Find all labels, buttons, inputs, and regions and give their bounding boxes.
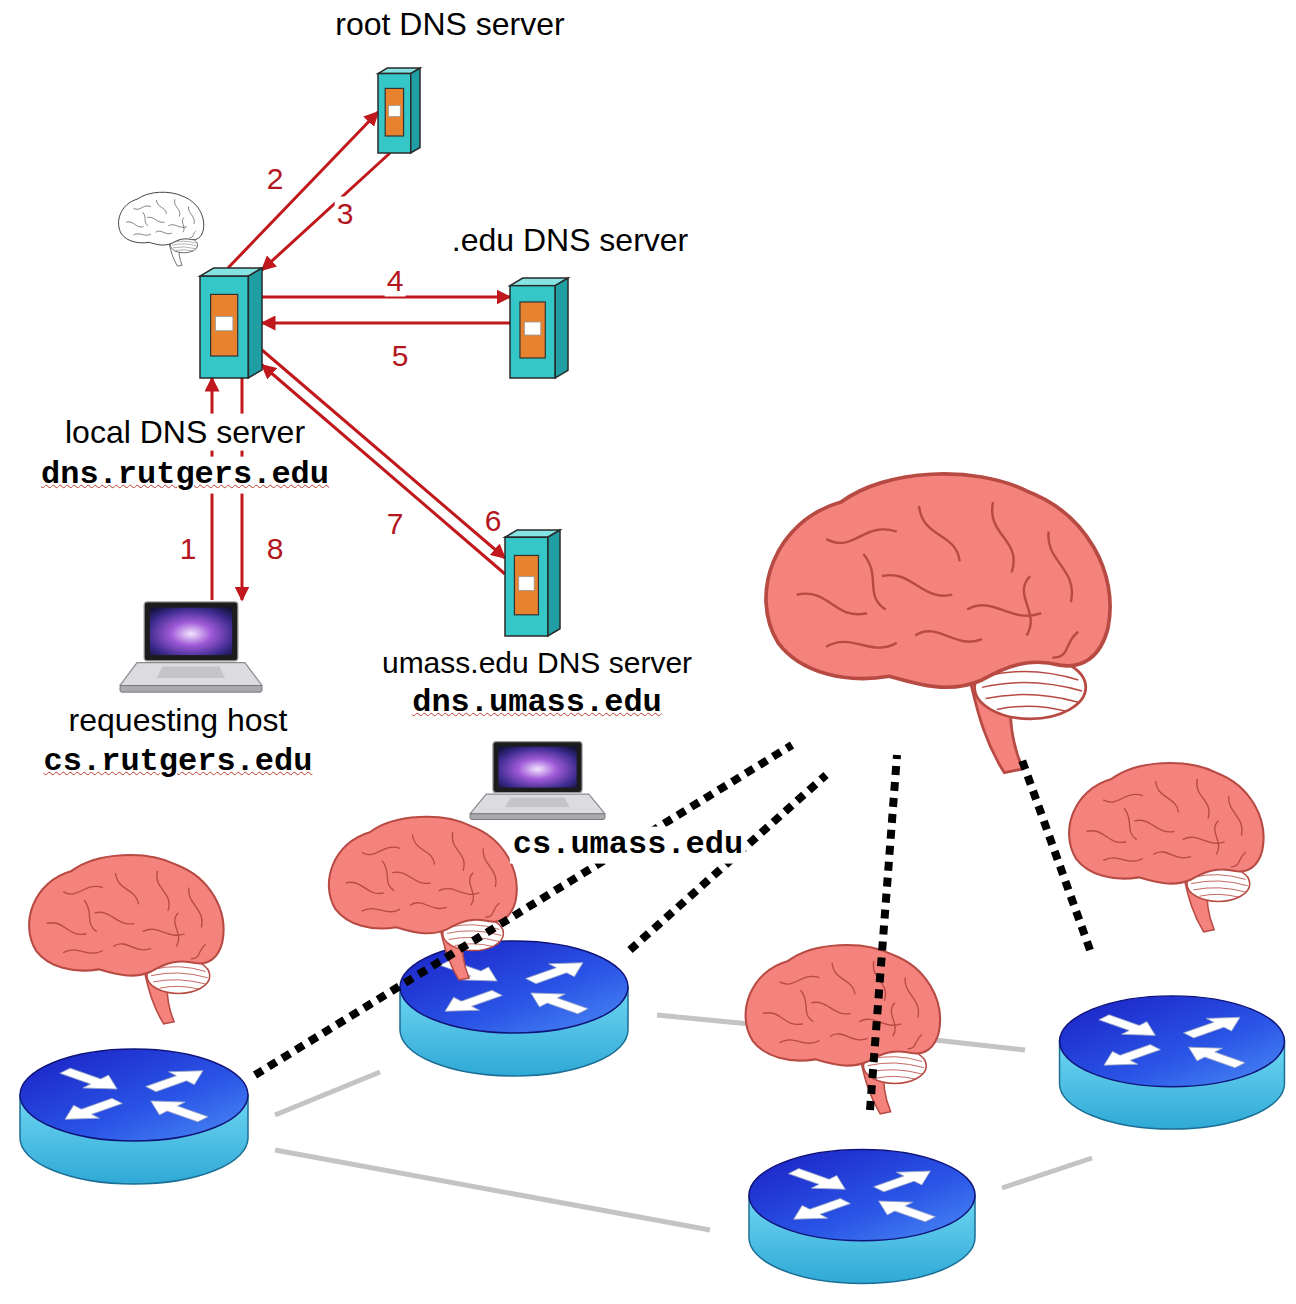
server-name: .edu DNS server: [449, 222, 692, 259]
dns-server: root DNS server: [378, 68, 420, 153]
dotted-line: [870, 755, 897, 1110]
brain-icon: [746, 945, 940, 1114]
dotted-line: [255, 745, 792, 1075]
step-number: 4: [385, 264, 406, 297]
dns-server: .edu DNS server: [510, 278, 568, 378]
router-icon: [20, 1049, 248, 1184]
query-arrow: [262, 153, 390, 270]
step-number: 2: [265, 162, 286, 195]
laptop-host: cs.umass.edu: [470, 740, 605, 822]
host-address: cs.umass.edu: [510, 827, 746, 864]
brain-icon: [766, 474, 1110, 773]
server-icon: [510, 278, 568, 378]
server-name: root DNS server: [332, 6, 567, 43]
server-icon: [200, 268, 262, 378]
router-icon: [1060, 996, 1285, 1129]
brain-icon: [29, 855, 223, 1024]
brain-icon: [1069, 763, 1263, 932]
brain-icon: [119, 192, 204, 266]
server-name: umass.edu DNS server: [379, 646, 695, 681]
step-number: 5: [390, 339, 411, 372]
server-icon: [378, 68, 420, 153]
server-name: local DNS server: [62, 414, 308, 451]
host-address: cs.rutgers.edu: [41, 744, 316, 781]
laptop-host: requesting hostcs.rutgers.edu: [120, 600, 262, 695]
query-arrow: [262, 322, 510, 325]
laptop-icon: [120, 600, 262, 695]
step-number: 1: [178, 532, 199, 565]
link-line: [275, 1072, 380, 1115]
brain-icon: [329, 817, 517, 980]
step-number: 7: [385, 507, 406, 540]
step-number: 6: [483, 504, 504, 537]
query-arrow: [228, 112, 378, 268]
dns-server: umass.edu DNS serverdns.umass.edu: [505, 530, 560, 636]
step-number: 8: [265, 532, 286, 565]
host-name: requesting host: [66, 702, 291, 739]
host-address: dns.umass.edu: [409, 685, 665, 722]
router-icon: [749, 1150, 975, 1284]
laptop-icon: [470, 740, 605, 822]
control-links: [255, 745, 1090, 1110]
server-icon: [505, 530, 560, 636]
link-line: [935, 1040, 1025, 1050]
link-line: [1002, 1158, 1092, 1188]
link-line: [275, 1150, 710, 1230]
query-arrow: [262, 350, 505, 558]
dns-server: local DNS serverdns.rutgers.edu: [200, 268, 262, 378]
dotted-line: [1022, 760, 1090, 950]
host-address: dns.rutgers.edu: [38, 457, 332, 494]
step-number: 3: [335, 197, 356, 230]
